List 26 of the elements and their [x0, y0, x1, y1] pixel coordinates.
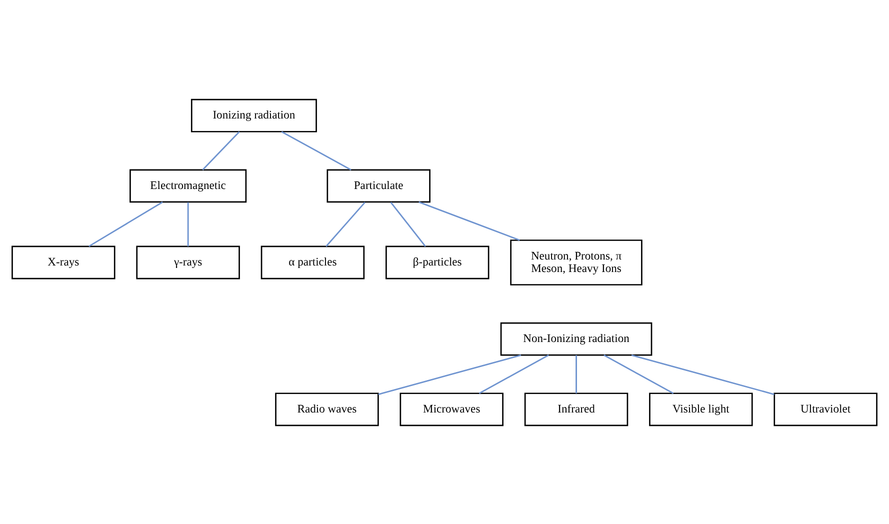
connector [88, 201, 163, 246]
node-box: γ-rays [136, 245, 240, 279]
connector [576, 354, 577, 393]
connector [604, 354, 674, 394]
connector [478, 354, 549, 394]
connector [202, 130, 240, 170]
node-box: α particles [260, 245, 365, 279]
connector [281, 130, 352, 170]
connector [390, 201, 426, 246]
connector [187, 202, 189, 246]
connector [378, 354, 522, 395]
connector [418, 200, 520, 240]
node-box: Radio waves [275, 392, 379, 426]
node-box: Ultraviolet [774, 392, 878, 426]
connector [631, 354, 774, 395]
node-box: Electromagnetic [130, 168, 247, 202]
node-box: β-particles [386, 245, 490, 279]
node-box: Non-Ionizing radiation [500, 322, 652, 356]
node-box: Particulate [326, 168, 430, 202]
node-box: X-rays [12, 245, 116, 279]
node-box: Neutron, Protons, π Meson, Heavy Ions [510, 239, 642, 285]
node-box: Infrared [524, 392, 628, 426]
node-box: Visible light [649, 392, 753, 426]
connector [326, 201, 366, 246]
node-box: Microwaves [400, 392, 504, 426]
node-box: Ionizing radiation [190, 98, 317, 132]
